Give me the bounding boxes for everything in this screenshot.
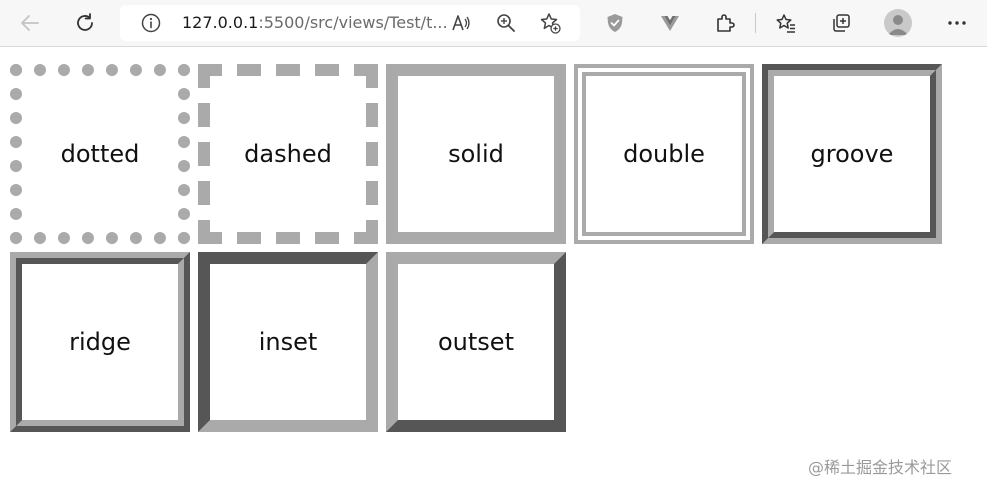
box-label-solid: solid: [448, 140, 504, 168]
box-dotted: dotted: [10, 64, 190, 244]
box-label-dotted: dotted: [60, 140, 140, 168]
url-path: :5500/src/views/Test/t...: [258, 13, 448, 32]
box-solid: solid: [386, 64, 566, 244]
shield-extension-icon[interactable]: [599, 7, 631, 39]
favorites-icon[interactable]: [770, 7, 802, 39]
box-label-groove: groove: [810, 140, 894, 168]
box-ridge: ridge: [10, 252, 190, 432]
box-outset: outset: [386, 252, 566, 432]
box-label-double: double: [623, 140, 705, 168]
box-inset: inset: [198, 252, 378, 432]
browser-toolbar: 127.0.0.1:5500/src/views/Test/t...: [0, 0, 987, 47]
toolbar-separator: [755, 13, 756, 33]
url-text[interactable]: 127.0.0.1:5500/src/views/Test/t...: [182, 13, 448, 33]
box-dashed: dashed: [198, 64, 378, 244]
box-label-inset: inset: [258, 328, 318, 356]
refresh-icon[interactable]: [69, 7, 101, 39]
read-aloud-icon[interactable]: [449, 11, 473, 35]
info-icon[interactable]: [141, 13, 161, 33]
vue-devtools-icon[interactable]: [654, 7, 686, 39]
zoom-icon[interactable]: [494, 11, 518, 35]
add-favorite-icon[interactable]: [538, 11, 562, 35]
box-groove: groove: [762, 64, 942, 244]
box-double: double: [574, 64, 754, 244]
box-label-outset: outset: [438, 328, 514, 356]
extensions-puzzle-icon[interactable]: [709, 7, 741, 39]
profile-avatar-icon[interactable]: [884, 9, 912, 37]
watermark: @稀土掘金技术社区: [808, 458, 953, 477]
address-bar[interactable]: 127.0.0.1:5500/src/views/Test/t...: [120, 5, 580, 41]
box-label-dashed: dashed: [244, 140, 332, 168]
back-arrow-icon[interactable]: [14, 7, 46, 39]
box-label-ridge: ridge: [69, 328, 131, 356]
url-host: 127.0.0.1: [182, 13, 259, 32]
more-menu-icon[interactable]: [941, 7, 973, 39]
collections-icon[interactable]: [825, 7, 857, 39]
